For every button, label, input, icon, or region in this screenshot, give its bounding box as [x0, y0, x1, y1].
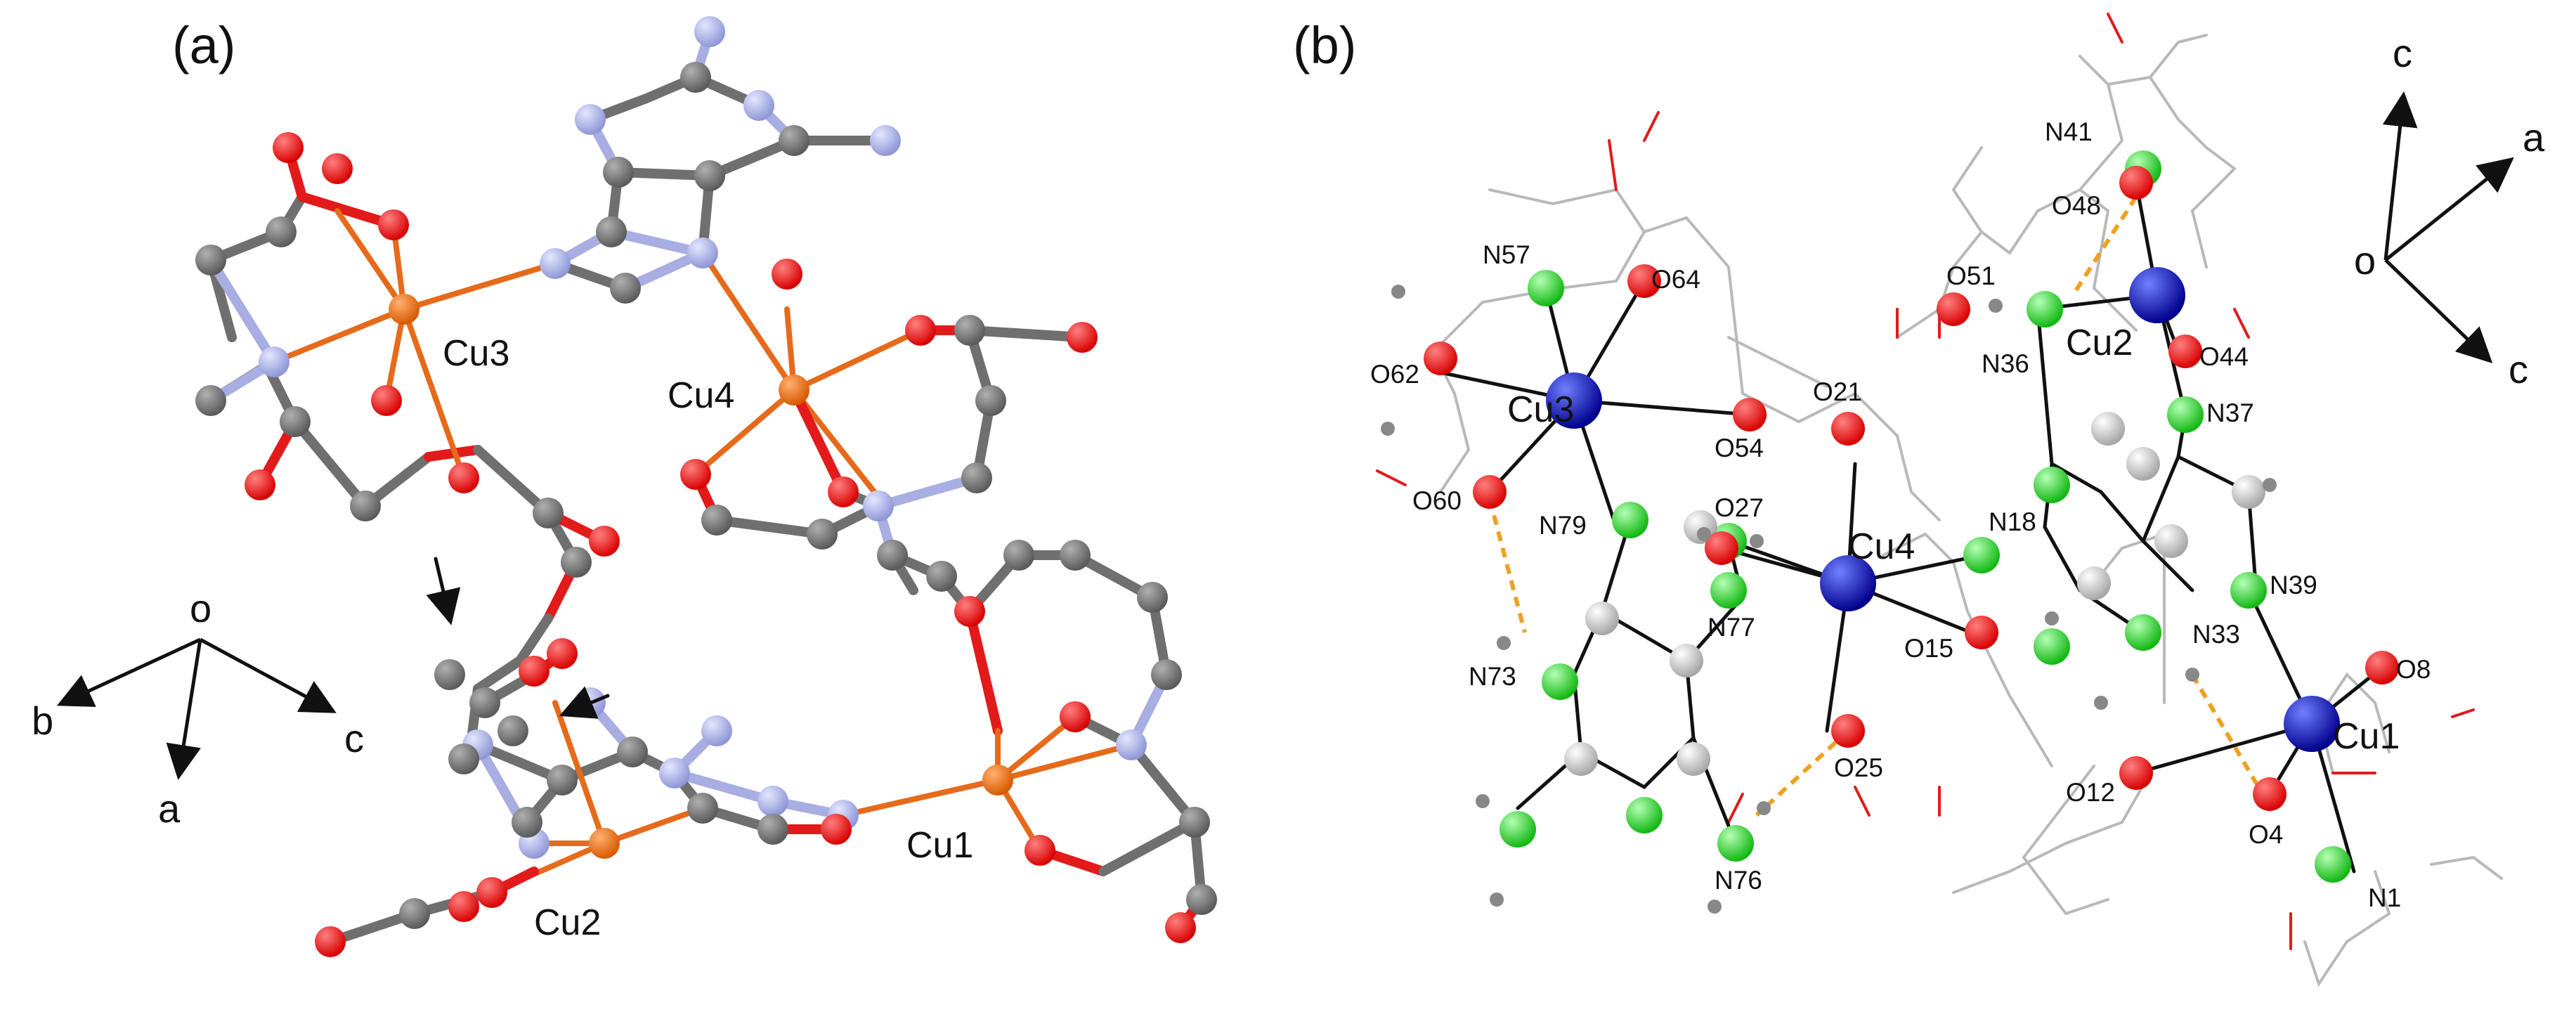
label-n36: N36 [1982, 349, 2029, 378]
label-n39: N39 [2270, 571, 2317, 599]
label-n33: N33 [2192, 620, 2240, 649]
cu4-atom [779, 375, 809, 405]
label-n18: N18 [1989, 507, 2036, 536]
panel-a-arrow-1 [426, 557, 461, 625]
label-o4: O4 [2249, 820, 2283, 849]
panel-a-label-cu1: Cu1 [906, 825, 973, 866]
panel-b-label-cu1: Cu1 [2333, 716, 2400, 757]
panel-b-axis-origin: o [2354, 238, 2376, 283]
label-n1: N1 [2368, 883, 2401, 912]
panel-b-axis-a: a [2523, 115, 2545, 160]
panel-a-label: (a) [172, 16, 235, 74]
label-n76: N76 [1715, 866, 1762, 895]
panel-a-axis-triad: o b a c [32, 586, 364, 831]
panel-a-label-cu2: Cu2 [534, 902, 601, 943]
label-o54: O54 [1715, 434, 1764, 462]
label-o60: O60 [1412, 486, 1462, 515]
cu1-atom-b [2284, 696, 2340, 752]
cu3-atom-b [1546, 372, 1602, 429]
panel-b-label: (b) [1293, 16, 1356, 74]
label-n41: N41 [2045, 117, 2093, 146]
panel-a-axis-b: b [32, 699, 53, 743]
label-n57: N57 [1483, 240, 1530, 269]
label-n37: N37 [2206, 398, 2254, 427]
label-o8: O8 [2396, 655, 2431, 684]
panel-a-axis-c: c [344, 716, 364, 760]
panel-b-labels: Cu3 Cu4 Cu2 Cu1 N57 O64 O62 O60 N79 O54 … [1370, 117, 2431, 912]
label-o48: O48 [2052, 191, 2101, 220]
label-o21: O21 [1813, 377, 1862, 406]
panel-a-label-cu4: Cu4 [668, 375, 734, 416]
panel-b: (b) [1293, 13, 2545, 987]
label-o62: O62 [1370, 360, 1419, 389]
panel-b-wireframe [1376, 13, 2503, 987]
panel-b-axis-c-top: c [2393, 31, 2412, 75]
panel-a-axis-origin: o [190, 586, 212, 630]
panel-b-label-cu4: Cu4 [1848, 526, 1915, 567]
panel-b-atoms [1381, 150, 2399, 914]
panel-b-label-cu3: Cu3 [1507, 389, 1574, 430]
panel-a: (a) [32, 16, 1217, 957]
label-o15: O15 [1904, 634, 1953, 663]
panel-b-label-cu2: Cu2 [2066, 323, 2133, 363]
label-o51: O51 [1946, 261, 1996, 290]
cu1-atom [982, 765, 1013, 796]
panel-b-axis-triad: o c a c [2354, 31, 2545, 391]
panel-b-hbonds [1488, 195, 2265, 817]
label-n77: N77 [1707, 613, 1755, 642]
panel-a-atoms [195, 16, 1217, 957]
label-o12: O12 [2066, 778, 2115, 807]
panel-a-label-cu3: Cu3 [443, 333, 509, 374]
label-o27: O27 [1715, 493, 1764, 522]
label-n79: N79 [1539, 511, 1587, 540]
cu2-atom [589, 828, 620, 859]
label-o25: O25 [1834, 753, 1883, 782]
panel-a-axis-a: a [158, 786, 181, 831]
label-n73: N73 [1469, 662, 1516, 691]
panel-a-arrow-2 [559, 686, 610, 719]
cu3-atom [389, 294, 419, 325]
label-o64: O64 [1651, 265, 1700, 294]
cu2-atom-b [2129, 267, 2185, 323]
cu4-atom-b [1820, 555, 1876, 611]
label-o44: O44 [2199, 342, 2249, 371]
panel-b-axis-c-bottom: c [2509, 347, 2528, 391]
